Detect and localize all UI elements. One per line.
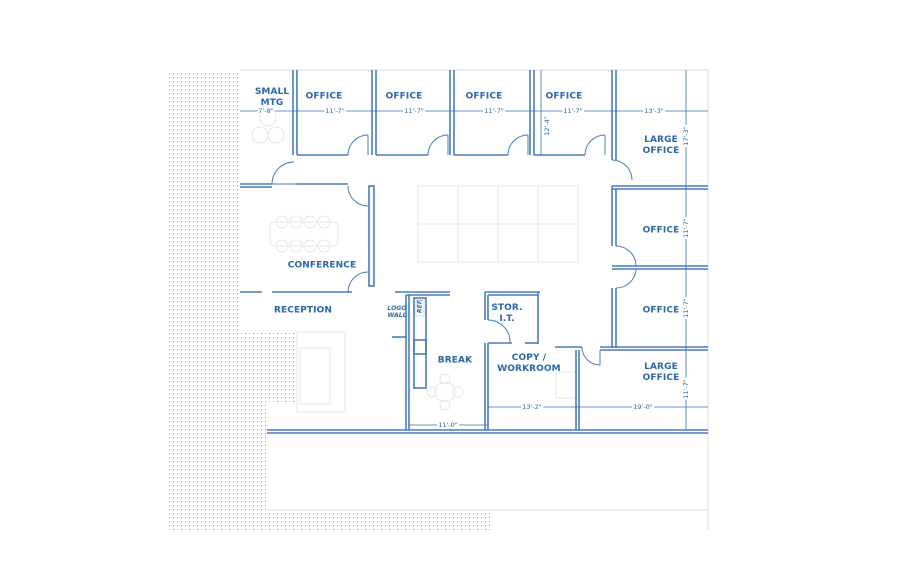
dimension-office-6-depth: 11'-7"	[682, 297, 690, 319]
door-swings	[271, 134, 637, 366]
dimension-large-office-1-depth: 17'-3"	[682, 125, 690, 147]
room-label-reception: RECEPTION	[274, 305, 332, 316]
room-label-copy-workroom: COPY / WORKROOM	[497, 353, 561, 374]
building-outline	[240, 69, 709, 530]
refrigerator-annotation: REF.	[416, 298, 424, 314]
dimension-office-5-depth: 11'-7"	[682, 217, 690, 239]
dimension-large-office-1-width: 13'-3"	[643, 107, 665, 115]
dimension-office-1-width: 11'-7"	[324, 107, 346, 115]
room-label-conference: CONFERENCE	[287, 260, 357, 271]
room-label-office-3: OFFICE	[465, 91, 503, 102]
refrigerator	[415, 299, 425, 317]
dimension-break-width: 11'-0"	[437, 421, 459, 429]
dimension-office-4-depth: 12'-4"	[543, 115, 551, 137]
room-label-small-mtg: SMALL MTG	[254, 87, 290, 108]
room-label-office-2: OFFICE	[385, 91, 423, 102]
dimension-office-2-width: 11'-7"	[403, 107, 425, 115]
room-label-office-4: OFFICE	[545, 91, 583, 102]
furniture	[251, 109, 579, 413]
room-label-office-5: OFFICE	[642, 225, 680, 236]
room-label-large-office-2: LARGE OFFICE	[642, 362, 680, 383]
room-label-large-office-1: LARGE OFFICE	[642, 135, 680, 156]
logo-wall-annotation: LOGO WALL	[387, 305, 407, 319]
room-label-office-6: OFFICE	[642, 305, 680, 316]
room-label-stor-it: STOR. I.T.	[491, 303, 523, 324]
walls	[240, 70, 708, 434]
room-label-break: BREAK	[437, 355, 473, 366]
dimension-office-3-width: 11'-7"	[483, 107, 505, 115]
dimension-lines	[240, 70, 708, 430]
room-label-office-1: OFFICE	[305, 91, 343, 102]
dimension-large-office-2-width: 19'-0"	[632, 403, 654, 411]
hatched-exterior-area	[167, 70, 490, 530]
dimension-large-office-2-depth: 11'-7"	[682, 378, 690, 400]
dimension-copy-workroom-width: 13'-2"	[521, 403, 543, 411]
dimension-office-4-width: 11'-7"	[562, 107, 584, 115]
dimension-small-mtg-width: 7'-8"	[257, 107, 275, 115]
